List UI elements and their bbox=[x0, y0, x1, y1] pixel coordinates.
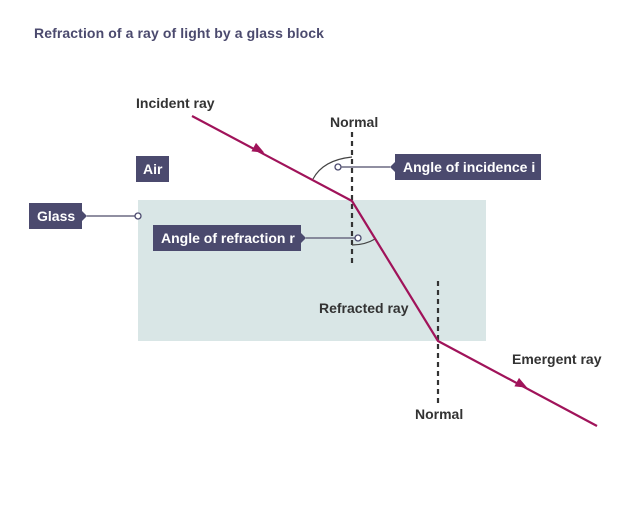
diagram-title: Refraction of a ray of light by a glass … bbox=[34, 25, 325, 41]
glass-connector-circle-icon bbox=[134, 212, 142, 220]
incident-ray-label: Incident ray bbox=[136, 95, 215, 111]
angle-of-incidence-box bbox=[395, 154, 541, 180]
air-label-box bbox=[136, 156, 169, 182]
air-label: Air bbox=[143, 161, 163, 177]
normal-top-label: Normal bbox=[330, 114, 378, 130]
normal-bottom-label: Normal bbox=[415, 406, 463, 422]
emergent-ray-label: Emergent ray bbox=[512, 351, 602, 367]
emergent-arrowhead-icon bbox=[514, 377, 528, 388]
angle-of-incidence-label: Angle of incidence i bbox=[403, 159, 535, 175]
incidence-label-pointer bbox=[390, 162, 395, 172]
incident-arrowhead-icon bbox=[251, 142, 265, 153]
angle-of-refraction-arc bbox=[351, 238, 376, 246]
glass-label: Glass bbox=[37, 208, 75, 224]
angle-of-incidence-arc bbox=[312, 156, 353, 180]
angle-of-refraction-label: Angle of refraction r bbox=[161, 230, 295, 246]
refracted-ray-label: Refracted ray bbox=[319, 300, 409, 316]
refraction-label-pointer bbox=[301, 233, 306, 243]
glass-label-pointer bbox=[82, 211, 87, 221]
refraction-connector-circle-icon bbox=[354, 234, 362, 242]
glass-block bbox=[138, 200, 486, 341]
incidence-connector-circle-icon bbox=[334, 163, 342, 171]
glass-label-box bbox=[29, 203, 82, 229]
angle-of-refraction-box bbox=[153, 225, 301, 251]
